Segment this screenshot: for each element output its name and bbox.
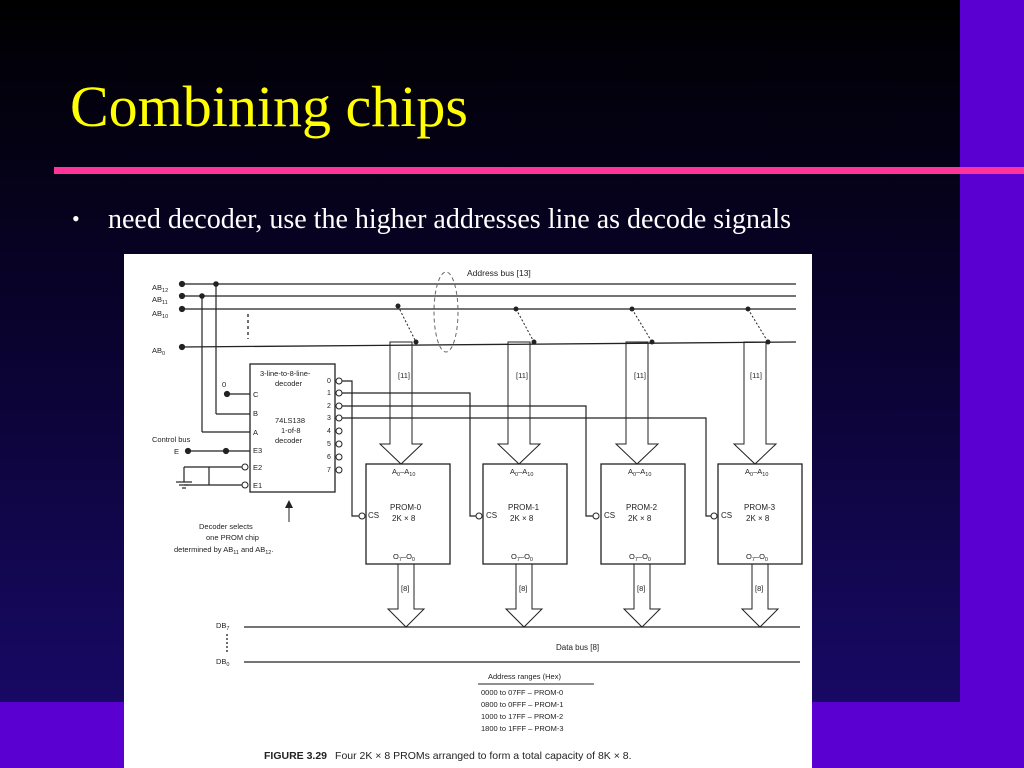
decoder-input-b: B <box>253 409 258 418</box>
decoder-select-wires <box>176 280 250 489</box>
db0-label: DB0 <box>216 657 229 668</box>
decoder-output-4: 4 <box>327 428 331 435</box>
prom-decoder-diagram: Address bus [13] AB12 AB11 AB10 AB0 0 Co… <box>152 268 803 762</box>
decoder-part-2: 1-of-8 <box>281 426 301 435</box>
enable-label: E <box>174 447 179 456</box>
chip-select-wires <box>342 380 714 517</box>
svg-text:O7–O0: O7–O0 <box>629 552 651 563</box>
decoder-input-e3: E3 <box>253 446 262 455</box>
ab-labels: AB12 AB11 AB10 AB0 <box>152 283 168 357</box>
svg-text:PROM-0: PROM-0 <box>390 503 422 512</box>
decoder-part-1: 74LS138 <box>275 416 305 425</box>
circuit-figure: Address bus [13] AB12 AB11 AB10 AB0 0 Co… <box>124 254 812 768</box>
svg-text:CS: CS <box>486 511 497 520</box>
prom-3: [11] A0–A10 PROM-3 2K × 8 CS O7–O0 [8] <box>710 306 803 628</box>
bullet-marker: • <box>72 206 80 231</box>
svg-text:1000 to 17FF – PROM-2: 1000 to 17FF – PROM-2 <box>481 712 563 721</box>
svg-text:[11]: [11] <box>750 371 762 380</box>
svg-text:[8]: [8] <box>637 584 645 593</box>
decoder-note: Decoder selects one PROM chip determined… <box>174 522 273 556</box>
decoder-output-0: 0 <box>327 378 331 385</box>
decoder-outputs: 0 1 2 3 4 5 6 7 <box>327 378 331 474</box>
svg-text:determined by AB11 and AB12.: determined by AB11 and AB12. <box>174 545 273 556</box>
decoder-output-5: 5 <box>327 441 331 448</box>
svg-text:[11]: [11] <box>634 371 646 380</box>
bullet-text: need decoder, use the higher addresses l… <box>108 204 792 235</box>
svg-text:CS: CS <box>721 511 732 520</box>
svg-text:2K × 8: 2K × 8 <box>510 514 534 523</box>
decoder-input-e2: E2 <box>253 463 262 472</box>
svg-text:Decoder selects: Decoder selects <box>199 522 253 531</box>
prom-1: [11] A0–A10 PROM-1 2K × 8 CS O7–O0 [8] <box>475 306 568 628</box>
ab10-label: AB10 <box>152 309 168 320</box>
decoder-part-3: decoder <box>275 436 303 445</box>
decoder-box <box>249 363 336 493</box>
data-bus-label: Data bus [8] <box>556 643 599 652</box>
address-bus-label: Address bus [13] <box>467 268 531 278</box>
ab11-label: AB11 <box>152 295 168 306</box>
decoder-output-6: 6 <box>327 454 331 461</box>
decoder-output-3: 3 <box>327 415 331 422</box>
decoder-input-a: A <box>253 428 258 437</box>
data-bus-lines <box>226 626 800 663</box>
svg-text:one PROM chip: one PROM chip <box>206 533 259 542</box>
svg-text:2K × 8: 2K × 8 <box>628 514 652 523</box>
svg-text:2K × 8: 2K × 8 <box>392 514 416 523</box>
ab12-label: AB12 <box>152 283 168 294</box>
svg-text:CS: CS <box>604 511 615 520</box>
svg-text:Address ranges (Hex): Address ranges (Hex) <box>488 672 561 681</box>
decoder-input-e1: E1 <box>253 481 262 490</box>
svg-text:[11]: [11] <box>516 371 528 380</box>
svg-text:0800 to 0FFF – PROM-1: 0800 to 0FFF – PROM-1 <box>481 700 564 709</box>
decoder-inputs: C B A E3 E2 E1 <box>253 390 262 490</box>
svg-text:A0–A10: A0–A10 <box>510 467 533 478</box>
decoder-output-2: 2 <box>327 403 331 410</box>
decoder-output-bubbles <box>335 377 343 474</box>
address-ranges-table: Address ranges (Hex) 0000 to 07FF – PROM… <box>478 672 594 733</box>
decoder-output-7: 7 <box>327 467 331 474</box>
db7-label: DB7 <box>216 621 229 632</box>
svg-text:A0–A10: A0–A10 <box>392 467 415 478</box>
control-bus-label: Control bus <box>152 435 191 444</box>
svg-text:1800 to 1FFF – PROM-3: 1800 to 1FFF – PROM-3 <box>481 724 564 733</box>
address-bus-lines <box>181 283 797 348</box>
svg-text:[8]: [8] <box>755 584 763 593</box>
svg-text:[11]: [11] <box>398 371 410 380</box>
svg-text:[8]: [8] <box>401 584 409 593</box>
decoder-input-bubbles <box>241 463 249 489</box>
prom-0: [11] A0–A10 PROM-0 2K × 8 CS O7–O0 [8] <box>358 303 451 628</box>
svg-text:PROM-2: PROM-2 <box>626 503 658 512</box>
svg-text:A0–A10: A0–A10 <box>628 467 651 478</box>
svg-text:A0–A10: A0–A10 <box>745 467 768 478</box>
svg-text:2K × 8: 2K × 8 <box>746 514 770 523</box>
svg-text:O7–O0: O7–O0 <box>511 552 533 563</box>
svg-text:0000 to 07FF – PROM-0: 0000 to 07FF – PROM-0 <box>481 688 563 697</box>
decoder-input-c: C <box>253 390 259 399</box>
ab0-label: AB0 <box>152 346 165 357</box>
decoder-note-arrowhead <box>285 500 293 508</box>
svg-text:O7–O0: O7–O0 <box>746 552 768 563</box>
zero-input-label: 0 <box>222 380 226 389</box>
title-rule <box>54 167 1024 174</box>
prom-2: [11] A0–A10 PROM-2 2K × 8 CS O7–O0 [8] <box>592 306 686 628</box>
decoder-title-1: 3-line-to-8-line- <box>260 369 311 378</box>
address-bus-bundle-marker <box>433 271 459 353</box>
svg-text:CS: CS <box>368 511 379 520</box>
svg-text:O7–O0: O7–O0 <box>393 552 415 563</box>
right-accent-bar <box>960 0 1024 768</box>
slide-title: Combining chips <box>70 74 468 139</box>
decoder-title-2: decoder <box>275 379 303 388</box>
decoder-output-1: 1 <box>327 390 331 397</box>
svg-text:PROM-1: PROM-1 <box>508 503 540 512</box>
svg-text:[8]: [8] <box>519 584 527 593</box>
svg-text:PROM-3: PROM-3 <box>744 503 776 512</box>
